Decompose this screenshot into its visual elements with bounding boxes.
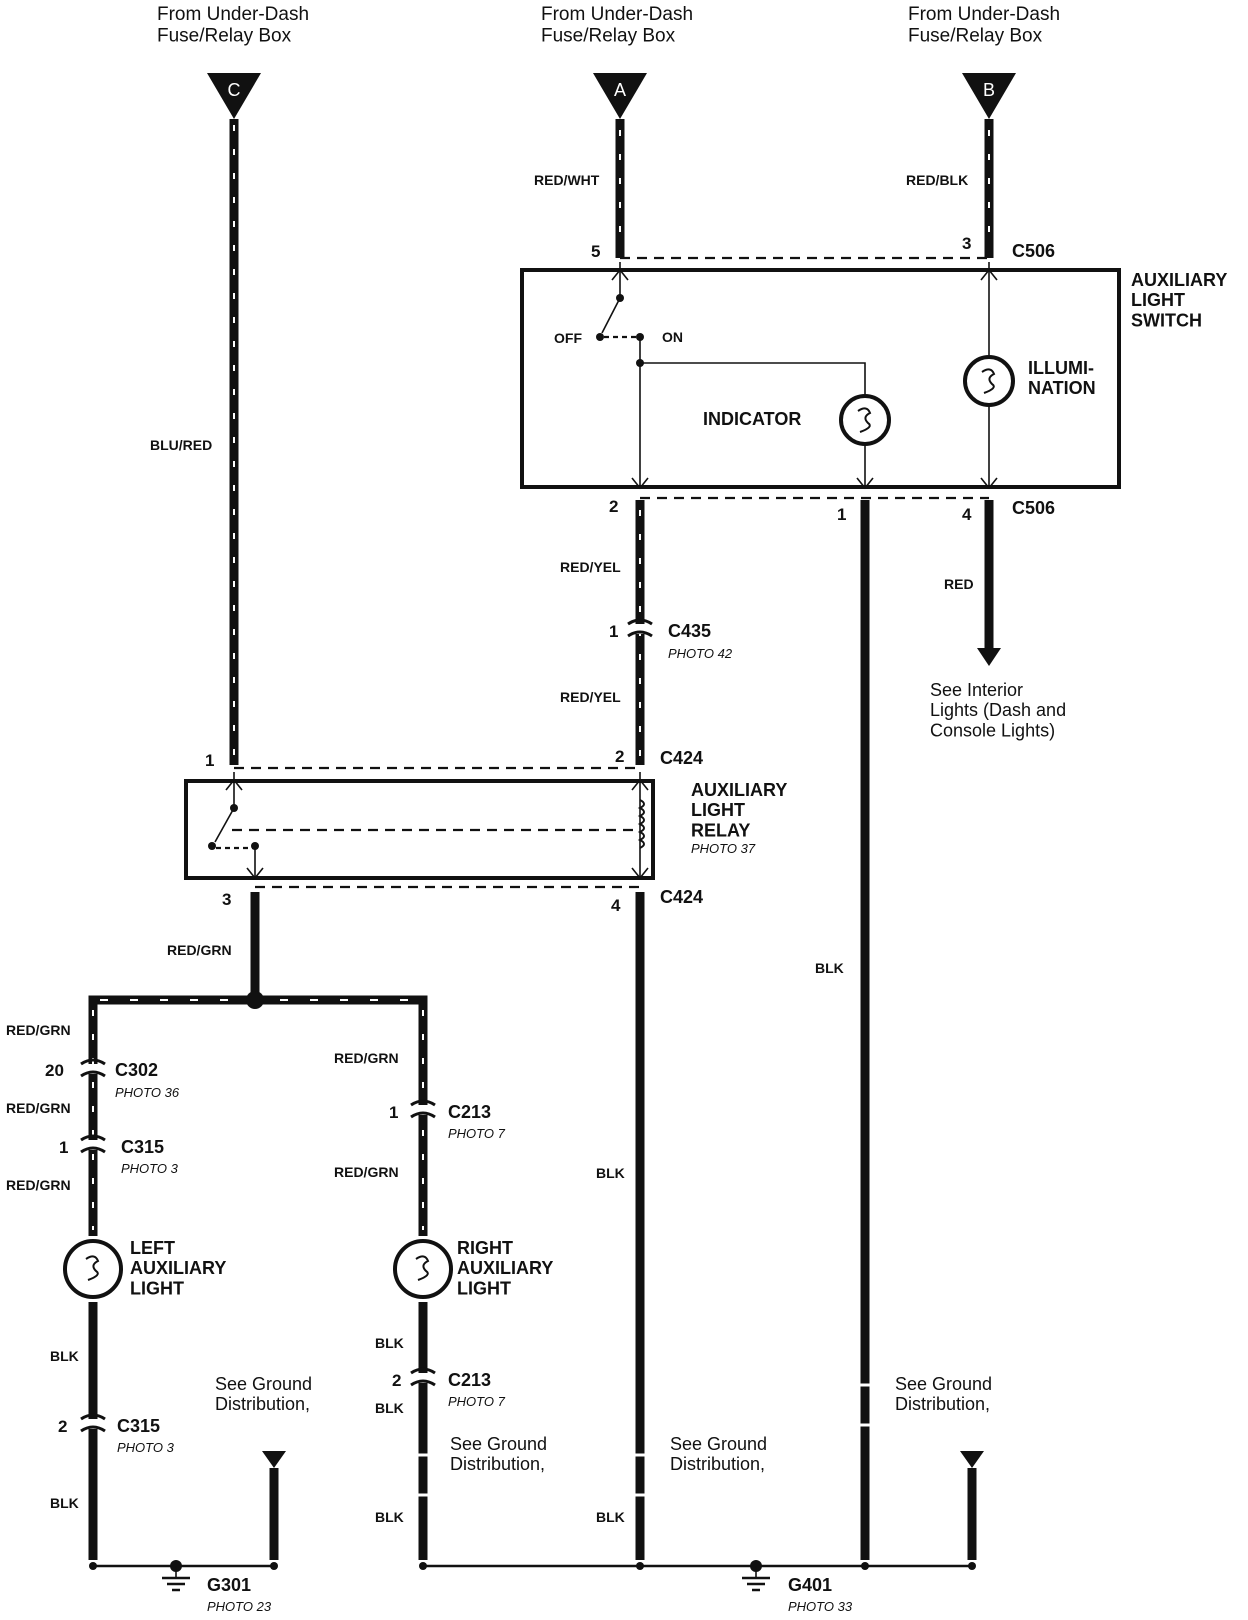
wire-label-red-wht: RED/WHT	[534, 172, 600, 188]
wire-label-red-grn-left-2: RED/GRN	[6, 1100, 71, 1116]
photo-c315-top: PHOTO 3	[121, 1161, 179, 1176]
connector-c302	[80, 1058, 106, 1078]
connector-label-c302: C302	[115, 1060, 158, 1080]
switch-off-label: OFF	[554, 330, 582, 346]
ground-label-g301: G301	[207, 1575, 251, 1595]
wire-red-grn-branch	[88, 991, 428, 1236]
pin-2-c213: 2	[392, 1371, 401, 1390]
photo-c435: PHOTO 42	[668, 646, 733, 661]
connector-label-c424-bottom: C424	[660, 887, 703, 907]
photo-c213-top: PHOTO 7	[448, 1126, 506, 1141]
wire-label-blk-right-2: BLK	[375, 1400, 404, 1416]
switch-on-label: ON	[662, 329, 683, 345]
relay-photo: PHOTO 37	[691, 841, 756, 856]
connector-label-c213-bottom: C213	[448, 1370, 491, 1390]
wire-breaks	[416, 1383, 872, 1497]
pin-1-switch: 1	[837, 505, 846, 524]
pin-3-switch: 3	[962, 234, 971, 253]
connector-label-c506-bottom: C506	[1012, 498, 1055, 518]
pin-2-relay: 2	[615, 747, 624, 766]
svg-text:A: A	[614, 80, 626, 100]
svg-text:C: C	[228, 80, 241, 100]
connector-c315-bottom	[80, 1413, 106, 1433]
pin-1-c435: 1	[609, 622, 618, 641]
connector-label-c435: C435	[668, 621, 711, 641]
ground-bus-g401	[419, 1560, 976, 1592]
wire-label-red-grn-relay: RED/GRN	[167, 942, 232, 958]
pin-3-relay: 3	[222, 890, 231, 909]
photo-g401: PHOTO 33	[788, 1599, 853, 1614]
illumination-lamp-icon	[963, 262, 1015, 490]
wire-label-red-yel-2: RED/YEL	[560, 689, 621, 705]
wire-label-blk-right-3: BLK	[375, 1509, 404, 1525]
wire-label-red-yel-1: RED/YEL	[560, 559, 621, 575]
connector-label-c213-top: C213	[448, 1102, 491, 1122]
wire-label-blk-relay-2: BLK	[596, 1509, 625, 1525]
connector-label-c424-top: C424	[660, 748, 703, 768]
ground-bus-g301	[89, 1560, 278, 1592]
terminal-a: A	[593, 73, 647, 119]
pin-20: 20	[45, 1061, 64, 1080]
ground-label-g401: G401	[788, 1575, 832, 1595]
terminal-c: C	[207, 73, 261, 119]
connector-label-c315-top: C315	[121, 1137, 164, 1157]
wire-label-red-grn-right-2: RED/GRN	[334, 1164, 399, 1180]
pin-4-relay: 4	[611, 896, 621, 915]
wire-label-red-blk: RED/BLK	[906, 172, 968, 188]
connector-c213-top	[410, 1099, 436, 1119]
left-auxiliary-light-icon	[63, 1239, 123, 1299]
indicator-label: INDICATOR	[703, 409, 801, 429]
pin-2-c315: 2	[58, 1417, 67, 1436]
right-auxiliary-light-icon	[393, 1239, 453, 1299]
pin-1-c315: 1	[59, 1138, 68, 1157]
photo-c315-bottom: PHOTO 3	[117, 1440, 175, 1455]
pin-1-relay: 1	[205, 751, 214, 770]
connector-c213-bottom	[410, 1367, 436, 1387]
wire-label-red-grn-left-1: RED/GRN	[6, 1022, 71, 1038]
wire-red-interior	[977, 500, 1001, 666]
terminal-b: B	[962, 73, 1016, 119]
wire-label-red-grn-left-3: RED/GRN	[6, 1177, 71, 1193]
connector-c435	[627, 618, 653, 638]
pin-2-switch: 2	[609, 497, 618, 516]
wire-blk-g401-stub	[960, 1451, 984, 1560]
auxiliary-light-switch: OFF ON INDICATOR ILLUMI-NATION AUXILIARY…	[520, 256, 1227, 500]
photo-g301: PHOTO 23	[207, 1599, 272, 1614]
connector-c315-top	[80, 1134, 106, 1154]
pin-1-c213: 1	[389, 1103, 398, 1122]
wire-label-blk-left-2: BLK	[50, 1495, 79, 1511]
connector-label-c506-top: C506	[1012, 241, 1055, 261]
wire-label-blk-relay: BLK	[596, 1165, 625, 1181]
photo-c302: PHOTO 36	[115, 1085, 180, 1100]
wire-label-blk-left-1: BLK	[50, 1348, 79, 1364]
wire-label-blk-right-1: BLK	[375, 1335, 404, 1351]
pin-5: 5	[591, 242, 600, 261]
pin-4-switch: 4	[962, 505, 972, 524]
wire-label-red-grn-right-1: RED/GRN	[334, 1050, 399, 1066]
photo-c213-bottom: PHOTO 7	[448, 1394, 506, 1409]
wire-label-blu-red: BLU/RED	[150, 437, 212, 453]
indicator-lamp-icon	[839, 394, 891, 490]
wire-blk-g301-stub	[262, 1451, 286, 1560]
svg-text:B: B	[983, 80, 995, 100]
illumination-label: ILLUMI-NATION	[1028, 358, 1096, 398]
wire-label-blk-switch: BLK	[815, 960, 844, 976]
wire-label-red: RED	[944, 576, 974, 592]
connector-label-c315-bottom: C315	[117, 1416, 160, 1436]
